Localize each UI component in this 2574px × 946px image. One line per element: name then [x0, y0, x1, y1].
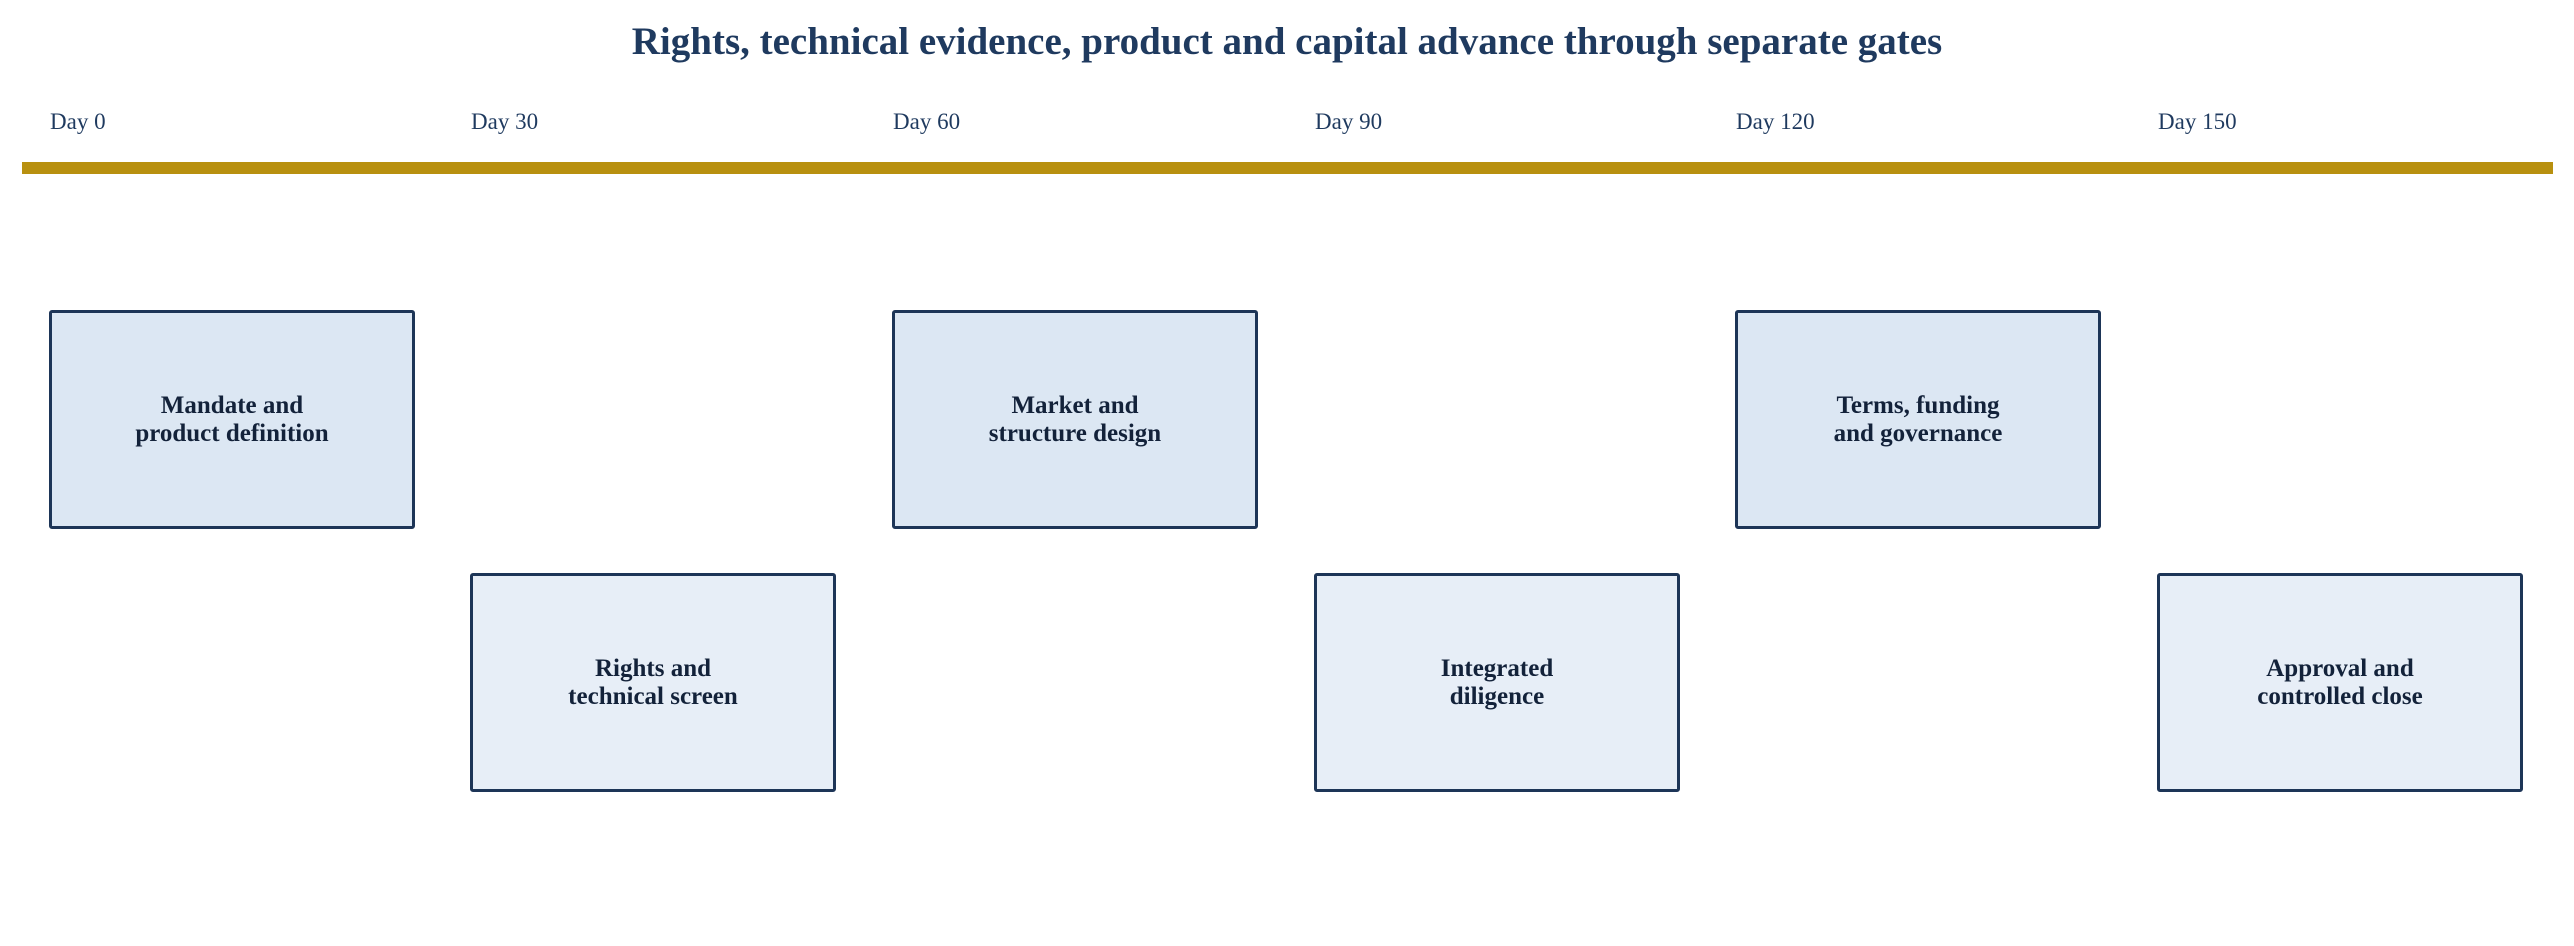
timeline-label-day-150: Day 150	[2158, 109, 2237, 134]
stage-box-terms-funding: Terms, funding and governance	[1735, 310, 2101, 529]
stage-box-mandate: Mandate and product definition	[49, 310, 415, 529]
stage-label: Mandate and product definition	[135, 391, 329, 447]
timeline-label-day-0: Day 0	[50, 109, 106, 134]
stage-box-diligence: Integrated diligence	[1314, 573, 1680, 792]
stage-label: Market and structure design	[988, 391, 1162, 447]
timeline-label-day-120: Day 120	[1736, 109, 1815, 134]
stage-box-rights-screen: Rights and technical screen	[470, 573, 836, 792]
diagram-title: Rights, technical evidence, product and …	[631, 20, 1943, 63]
timeline-label-day-60: Day 60	[893, 109, 961, 134]
timeline-label-day-90: Day 90	[1315, 109, 1383, 134]
stage-box-approval-close: Approval and controlled close	[2157, 573, 2523, 792]
timeline-bar	[22, 162, 2553, 174]
stage-box-market-design: Market and structure design	[892, 310, 1258, 529]
timeline-label-day-30: Day 30	[471, 109, 539, 134]
stage-label: Integrated diligence	[1440, 654, 1554, 710]
stage-label: Approval and controlled close	[2257, 654, 2423, 710]
stage-label: Terms, funding and governance	[1833, 391, 2003, 447]
stage-label: Rights and technical screen	[568, 654, 738, 710]
